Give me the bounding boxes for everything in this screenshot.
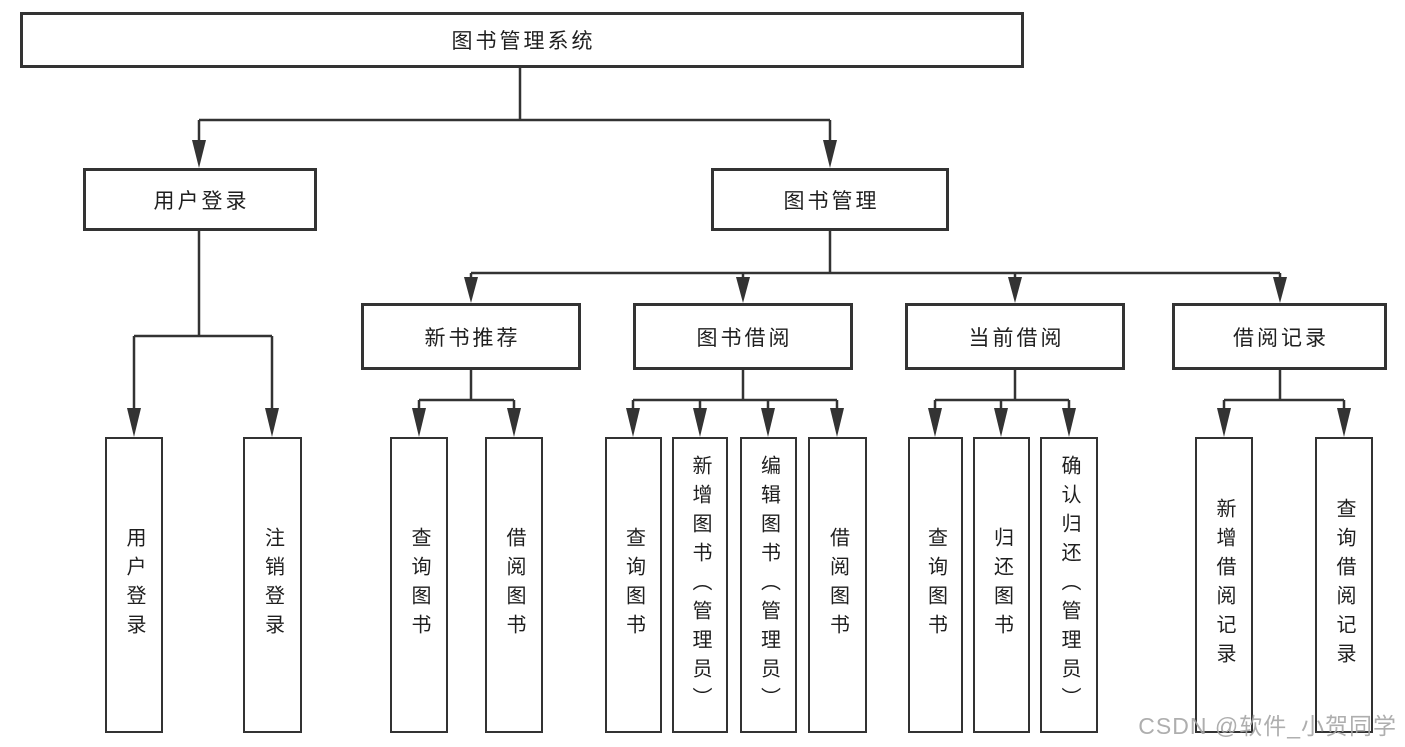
node-label: 用户登录 <box>153 189 250 213</box>
leaf-label: 查询图书 <box>408 527 430 643</box>
node-new-book-recommend: 新书推荐 <box>361 303 581 370</box>
leaf-query-borrow-record: 查询借阅记录 <box>1315 437 1373 733</box>
csdn-watermark: CSDN @软件_小贺同学 <box>1138 713 1397 739</box>
leaf-label: 借阅图书 <box>503 527 525 643</box>
node-root-label: 图书管理系统 <box>451 30 596 53</box>
node-root: 图书管理系统 <box>20 12 1024 68</box>
leaf-label: 借阅图书 <box>826 527 849 643</box>
leaf-label: 查询图书 <box>622 527 645 643</box>
node-current-borrow: 当前借阅 <box>905 303 1125 370</box>
leaf-label: 查询图书 <box>924 527 947 643</box>
node-label: 借阅记录 <box>1233 326 1329 350</box>
leaf-label: 编辑图书（管理员） <box>757 454 780 716</box>
leaf-query-books-recommend: 查询图书 <box>390 437 448 733</box>
leaf-query-books-current: 查询图书 <box>908 437 963 733</box>
node-label: 新书推荐 <box>424 326 521 350</box>
leaf-add-borrow-record: 新增借阅记录 <box>1195 437 1253 733</box>
leaf-label: 新增图书（管理员） <box>689 454 711 716</box>
leaf-borrow-books-recommend: 借阅图书 <box>485 437 543 733</box>
leaf-label: 新增借阅记录 <box>1213 498 1235 672</box>
leaf-edit-book-admin: 编辑图书（管理员） <box>740 437 797 733</box>
node-book-management: 图书管理 <box>711 168 949 231</box>
leaf-label: 注销登录 <box>261 527 284 643</box>
leaf-label: 用户登录 <box>123 527 145 643</box>
leaf-return-book: 归还图书 <box>973 437 1030 733</box>
arrowheads <box>127 140 1351 437</box>
leaf-user-login: 用户登录 <box>105 437 163 733</box>
leaf-confirm-return-admin: 确认归还（管理员） <box>1040 437 1098 733</box>
leaf-label: 确认归还（管理员） <box>1058 454 1080 716</box>
node-user-login-branch: 用户登录 <box>83 168 317 231</box>
leaf-logout: 注销登录 <box>243 437 302 733</box>
node-label: 当前借阅 <box>968 326 1065 350</box>
node-borrow-records: 借阅记录 <box>1172 303 1387 370</box>
leaf-label: 归还图书 <box>990 527 1013 643</box>
node-book-borrow: 图书借阅 <box>633 303 853 370</box>
leaf-query-books-borrow: 查询图书 <box>605 437 662 733</box>
leaf-add-book-admin: 新增图书（管理员） <box>672 437 728 733</box>
leaf-borrow-books: 借阅图书 <box>808 437 867 733</box>
leaf-label: 查询借阅记录 <box>1333 498 1355 672</box>
node-label: 图书借阅 <box>696 326 793 350</box>
node-label: 图书管理 <box>783 189 880 213</box>
